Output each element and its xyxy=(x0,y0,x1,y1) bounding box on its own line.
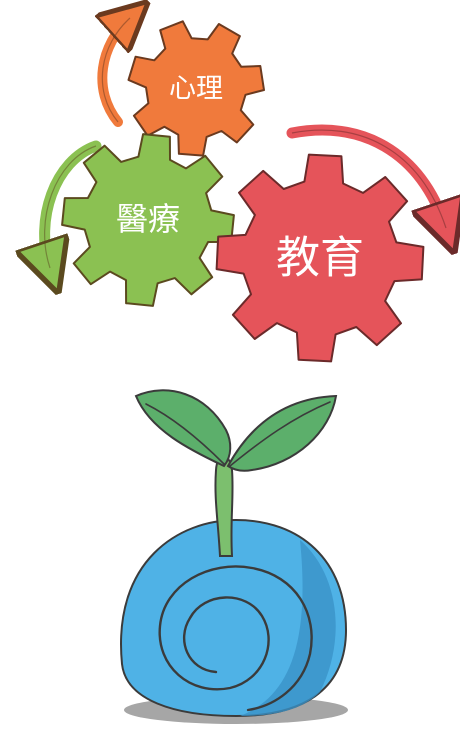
gear-medicine-label: 醫療 xyxy=(116,200,180,238)
gear-psychology-icon: 心理 xyxy=(127,20,265,157)
seedling-stem xyxy=(214,455,234,557)
ball-spiral xyxy=(158,565,313,712)
gear-psychology-label: 心理 xyxy=(169,74,223,105)
gear-education-label: 教育 xyxy=(276,233,364,284)
seedling-icon xyxy=(120,389,348,724)
right-leaf xyxy=(226,394,338,472)
gear-education-icon: 教育 xyxy=(215,153,425,363)
gear-medicine-icon: 醫療 xyxy=(61,133,235,307)
